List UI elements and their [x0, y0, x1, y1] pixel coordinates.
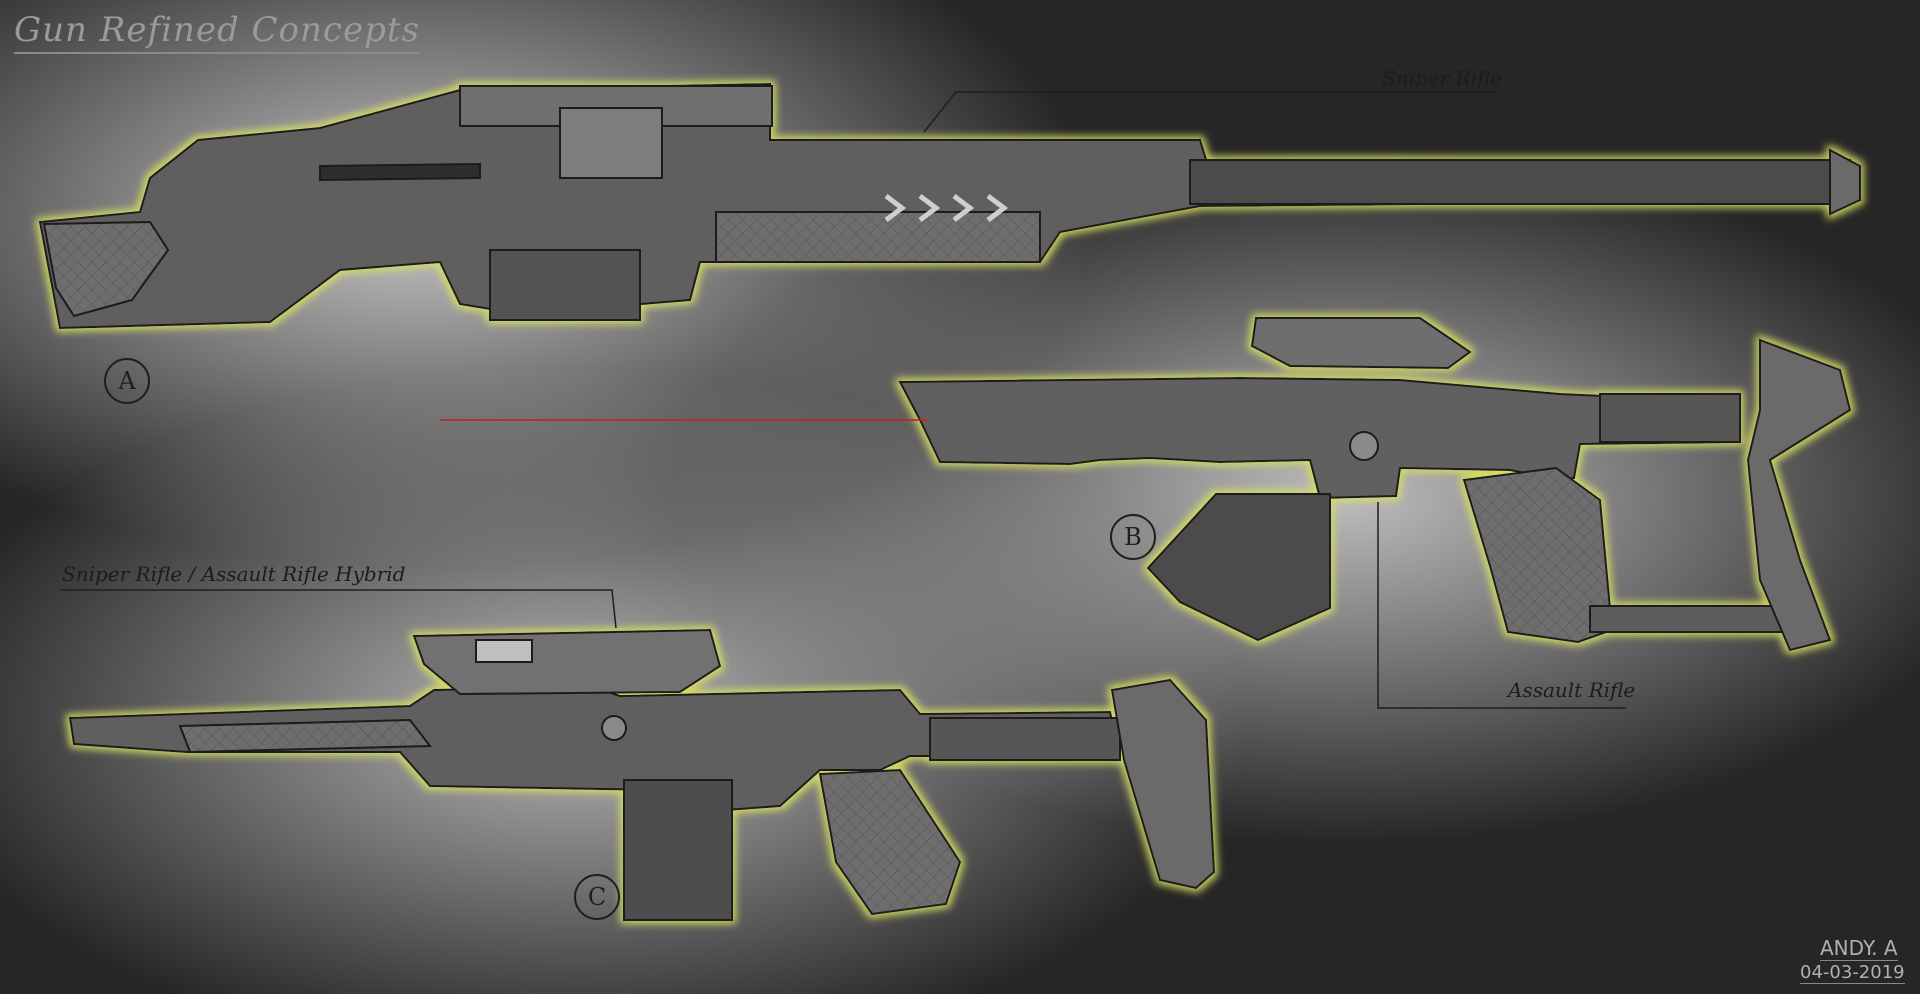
marker-c: C — [574, 874, 620, 920]
marker-a: A — [104, 358, 150, 404]
artist-signature: ANDY. A — [1820, 936, 1898, 961]
artist-date: 04-03-2019 — [1800, 962, 1905, 984]
assault-rifle — [898, 317, 1852, 652]
sniper-rifle — [38, 82, 1862, 330]
label-sniper-rifle: Sniper Rifle — [1382, 66, 1503, 90]
label-hybrid-rifle: Sniper Rifle / Assault Rifle Hybrid — [62, 562, 406, 586]
hybrid-rifle — [68, 628, 1216, 921]
label-assault-rifle: Assault Rifle — [1508, 678, 1636, 702]
marker-b: B — [1110, 514, 1156, 560]
callout-lines — [60, 91, 1626, 709]
page-title: Gun Refined Concepts — [14, 10, 420, 54]
